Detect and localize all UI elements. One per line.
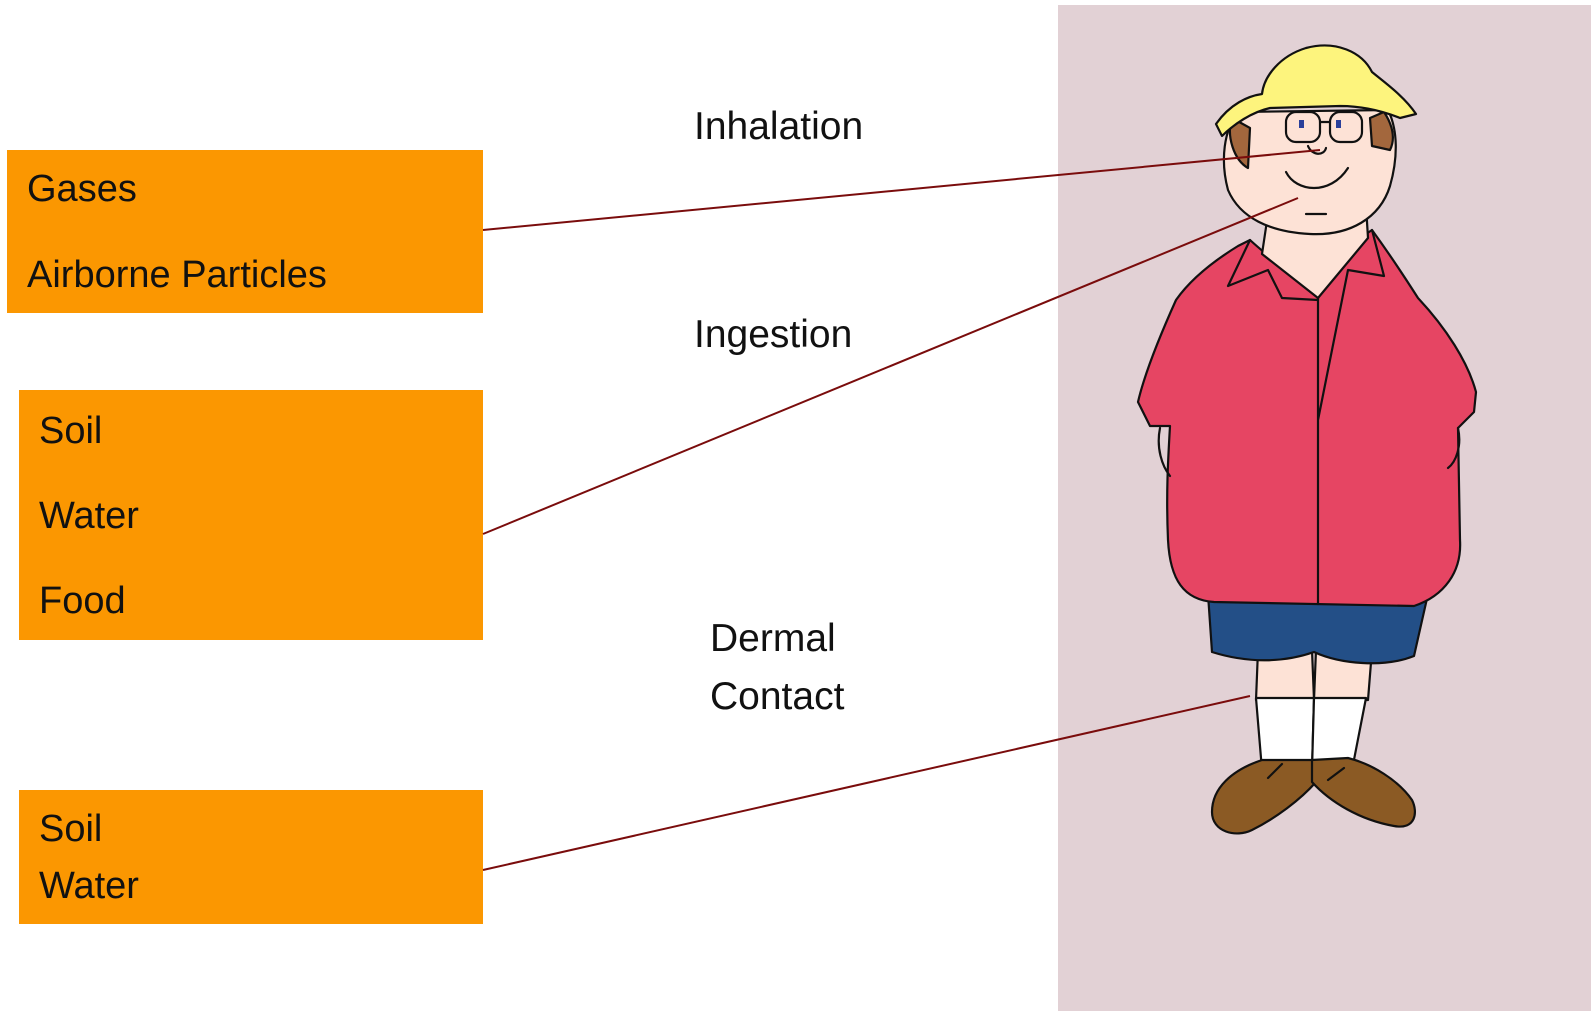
left-eye <box>1299 120 1304 128</box>
dermal-connector <box>483 696 1250 870</box>
right-eye <box>1336 120 1341 128</box>
person-illustration <box>1138 45 1476 833</box>
right-shoe <box>1312 758 1415 827</box>
inhalation-connector <box>483 150 1320 230</box>
left-shoe <box>1212 760 1316 833</box>
